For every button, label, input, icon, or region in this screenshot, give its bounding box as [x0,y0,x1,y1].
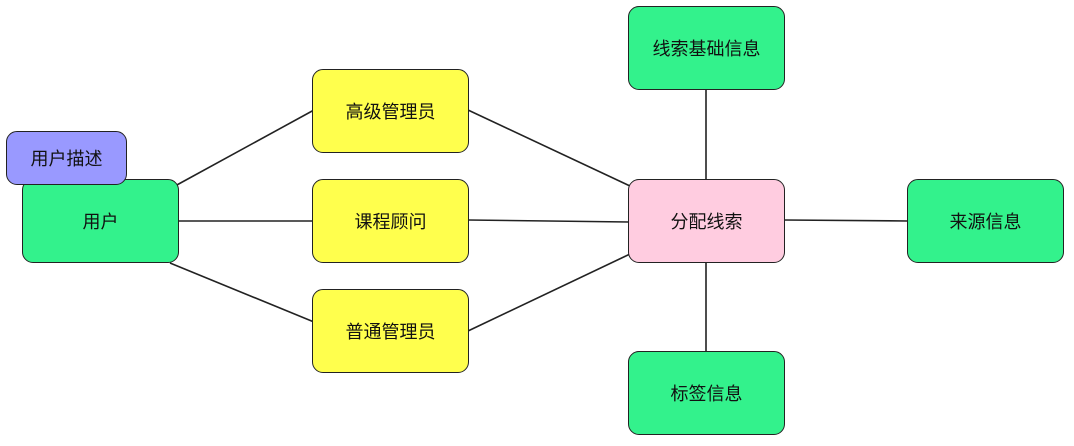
node-source-info[interactable]: 来源信息 [907,179,1064,263]
edge-assign-leads-source-info [783,219,909,222]
node-course-advisor[interactable]: 课程顾问 [312,179,469,263]
node-lead-base-info-label: 线索基础信息 [652,39,761,60]
edge-course-advisor-assign-leads [467,219,630,223]
node-normal-admin-label: 普通管理员 [345,322,436,343]
node-user-label: 用户 [82,212,119,233]
node-assign-leads[interactable]: 分配线索 [628,179,785,263]
node-user-description-label: 用户描述 [30,149,103,170]
node-normal-admin[interactable]: 普通管理员 [312,289,469,373]
node-tag-info[interactable]: 标签信息 [628,351,785,435]
node-user-description[interactable]: 用户描述 [6,131,127,185]
node-tag-info-label: 标签信息 [670,384,743,405]
node-senior-admin-label: 高级管理员 [345,102,436,123]
edge-senior-admin-assign-leads [467,109,631,187]
node-course-advisor-label: 课程顾问 [354,212,427,233]
edge-user-senior-admin [174,109,315,187]
node-user[interactable]: 用户 [22,179,179,263]
edge-user-normal-admin [169,262,315,323]
edge-normal-admin-assign-leads [467,253,631,332]
node-assign-leads-label: 分配线索 [670,212,743,233]
node-lead-base-info[interactable]: 线索基础信息 [628,6,785,90]
node-source-info-label: 来源信息 [949,212,1022,233]
node-senior-admin[interactable]: 高级管理员 [312,69,469,153]
